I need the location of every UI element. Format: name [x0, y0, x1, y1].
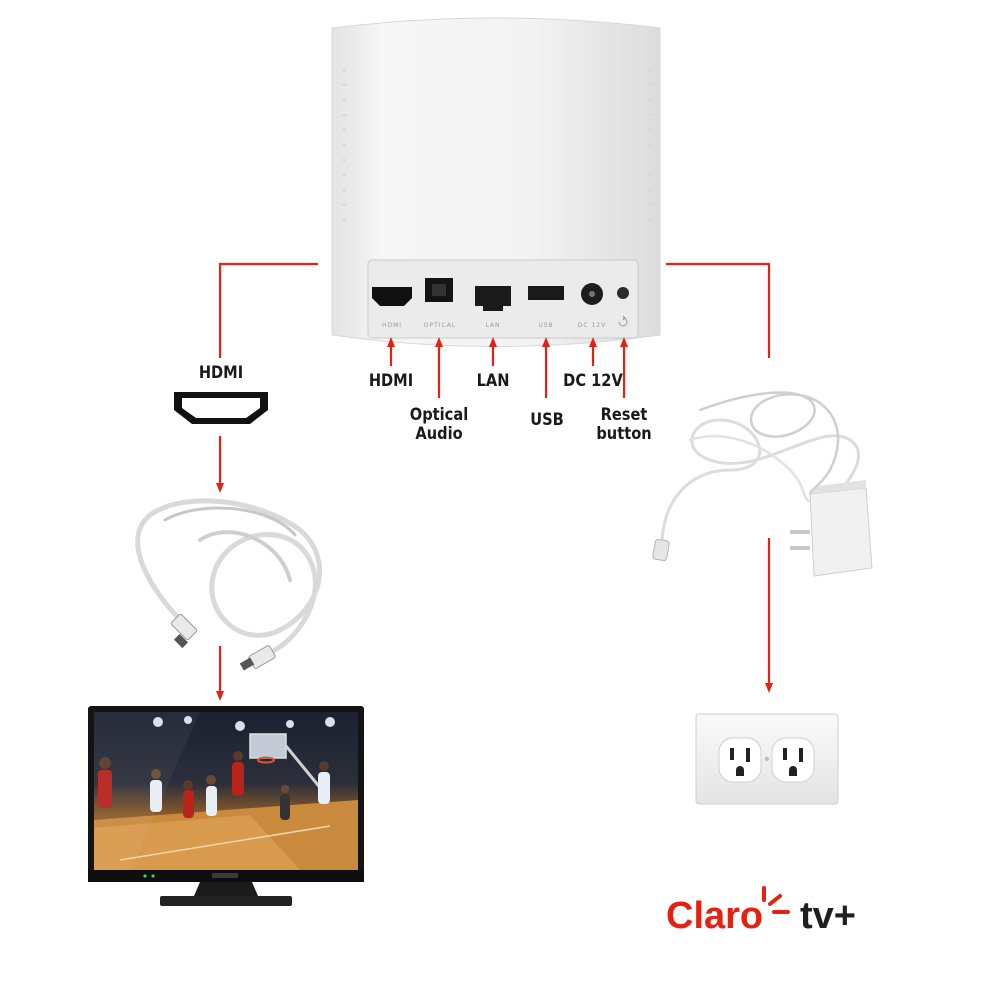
reset-pinhole — [617, 287, 629, 299]
port-print-usb: USB — [538, 322, 553, 329]
outlet-receptacle-left — [718, 737, 762, 783]
label-hdmi: HDMI — [368, 371, 414, 391]
brand-signal-icon — [762, 886, 790, 914]
label-reset-line1: Reset — [600, 405, 648, 425]
reset-icon — [618, 315, 628, 327]
brand-service: tv+ — [800, 895, 856, 936]
label-dc-12v: DC 12V — [563, 371, 623, 391]
hdmi-cable — [135, 498, 323, 658]
label-reset-button: Reset button — [595, 406, 653, 444]
label-hdmi-cable: HDMI — [198, 363, 244, 383]
tv-players — [98, 751, 330, 820]
label-lan: LAN — [476, 371, 510, 391]
port-print-optical: OPTICAL — [424, 322, 456, 329]
vent-dots-right — [648, 68, 652, 222]
port-arrows — [387, 337, 628, 398]
set-top-box: HDMI OPTICAL LAN USB DC 12V — [331, 17, 661, 347]
label-optical-line1: Optical — [409, 405, 469, 425]
hdmi-connector-icon — [174, 392, 268, 424]
label-usb: USB — [530, 410, 564, 430]
brand-name: Claro — [666, 895, 763, 936]
wall-outlet — [695, 713, 839, 805]
power-cord — [660, 391, 860, 554]
television — [88, 706, 364, 906]
port-print-lan: LAN — [485, 322, 500, 329]
dc-plug — [652, 538, 670, 562]
label-optical-line2: Audio — [415, 424, 463, 444]
port-print-hdmi: HDMI — [382, 322, 402, 329]
claro-tv-logo: Claro tv+ — [666, 886, 856, 936]
label-reset-line2: button — [596, 424, 652, 444]
connection-lines — [216, 262, 773, 701]
label-optical-audio: Optical Audio — [405, 406, 472, 444]
port-print-dc: DC 12V — [578, 322, 606, 329]
hdmi-cable-plugs — [170, 613, 276, 671]
usb-port — [528, 286, 564, 300]
hdmi-port — [372, 287, 412, 306]
outlet-receptacle-right — [771, 737, 815, 783]
lan-port — [475, 286, 511, 311]
power-adapter — [790, 480, 873, 577]
vent-dots-left — [342, 68, 346, 222]
